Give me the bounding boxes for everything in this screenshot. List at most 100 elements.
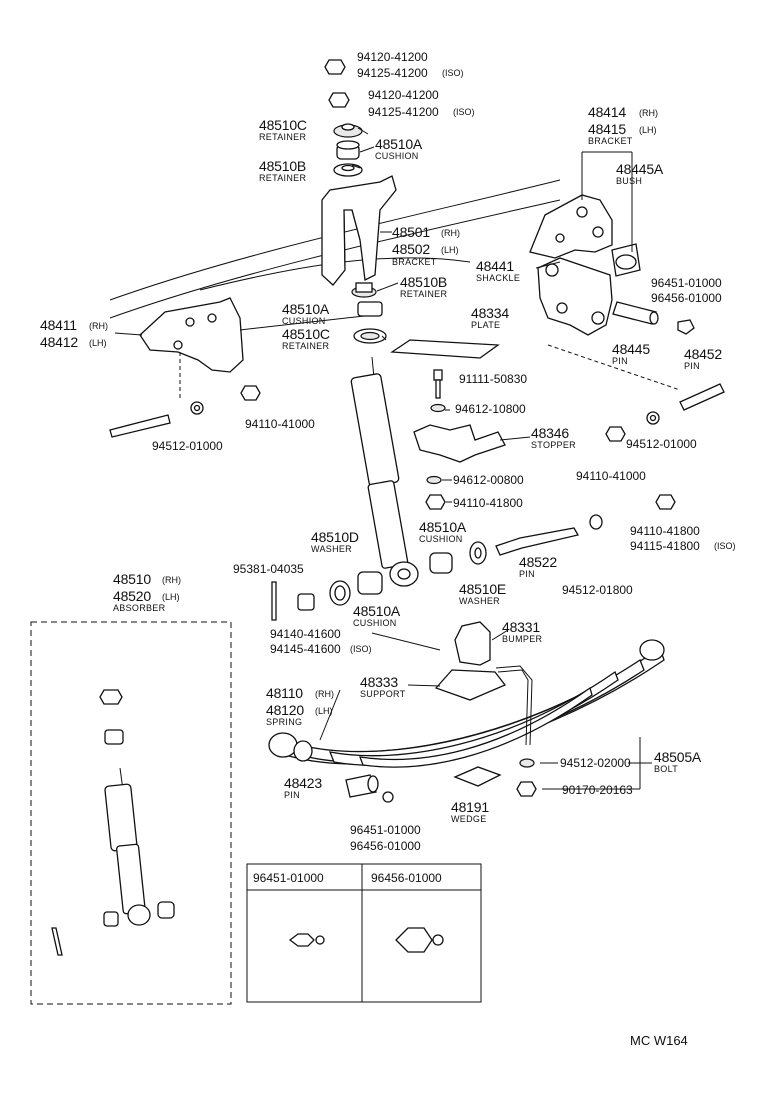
part-number: 94110-41800 (630, 524, 700, 538)
shock-absorber (350, 356, 419, 587)
part-number: 96451-01000 (651, 276, 722, 290)
part-name: CUSHION (419, 534, 463, 544)
retainer-b-top (333, 163, 363, 177)
nut-top-2 (328, 92, 350, 108)
pin-48423 (345, 774, 379, 798)
nut-94140 (297, 593, 315, 611)
part-number: 48510A (282, 301, 330, 317)
part-number: 96456-01000 (651, 291, 722, 305)
callout-washer-94512-020: 94512-02000 (560, 756, 631, 770)
part-name: RETAINER (282, 341, 330, 351)
part-number: 48191 (451, 799, 489, 815)
part-name: CUSHION (353, 618, 397, 628)
part-number: 94145-41600 (270, 642, 341, 656)
side-tag: (LH) (315, 706, 333, 716)
nut-94110-a (425, 494, 446, 510)
cushion-a-low1 (429, 552, 453, 574)
part-number: 48110 (266, 685, 303, 701)
bush (611, 243, 641, 277)
part-number: 48452 (684, 346, 722, 362)
part-number: 48510A (375, 136, 423, 152)
side-tag: (LH) (162, 592, 180, 602)
shackle-pin (612, 301, 659, 325)
nut-top-1 (324, 59, 346, 75)
side-tag: (LH) (441, 245, 459, 255)
part-number: 48441 (476, 258, 514, 274)
part-number: 48501 (392, 224, 430, 240)
retainer-b-mid (351, 282, 377, 298)
part-name: BRACKET (392, 257, 437, 267)
plate (390, 339, 500, 359)
part-number: 48510B (400, 274, 448, 290)
part-number: 96456-01000 (350, 839, 421, 853)
part-number: 48334 (471, 305, 509, 321)
side-tag: (RH) (441, 228, 460, 238)
washer-right (646, 411, 660, 425)
leaf-spring (268, 639, 665, 768)
nut-right (605, 426, 626, 442)
side-tag: (RH) (639, 108, 658, 118)
side-tag: (RH) (89, 321, 108, 331)
part-name: RETAINER (259, 173, 307, 183)
part-number: 94125-41200 (368, 105, 439, 119)
bolt-91111 (433, 369, 443, 399)
part-number: 48510C (282, 326, 330, 342)
stopper (413, 424, 506, 463)
part-name: CUSHION (282, 316, 326, 326)
washer-d (329, 580, 351, 606)
part-name: BUSH (616, 176, 643, 186)
part-number: 48445A (616, 161, 664, 177)
washer-front (190, 401, 204, 415)
pin-48522 (495, 527, 579, 556)
leader-lines (114, 127, 652, 790)
retainer-c-top (333, 123, 363, 138)
part-name: PIN (519, 569, 535, 579)
part-number: 48510A (419, 519, 467, 535)
iso-tag: (ISO) (453, 107, 475, 117)
part-name: RETAINER (400, 289, 448, 299)
front-bracket (139, 297, 244, 400)
part-name: PIN (284, 790, 300, 800)
part-number: 48510B (259, 158, 307, 174)
part-name: WASHER (311, 544, 352, 554)
inset-table (246, 863, 482, 1003)
part-name: SUPPORT (360, 689, 406, 699)
side-tag: (RH) (162, 575, 181, 585)
part-number: 48520 (113, 588, 151, 604)
part-number: 48331 (502, 619, 540, 635)
part-name: CUSHION (375, 151, 419, 161)
callout-nut-90170: 90170-20163 (562, 783, 633, 797)
part-number: 48510C (259, 117, 307, 133)
inset-col1: 96451-01000 (253, 871, 324, 885)
part-number: 48510A (353, 603, 401, 619)
washer-94612-a (430, 403, 446, 413)
part-name: PLATE (471, 320, 501, 330)
front-pin (109, 414, 171, 438)
part-name: BRACKET (588, 136, 633, 146)
cushion-a-mid (357, 301, 383, 317)
callout-bolt-91111: 91111-50830 (459, 372, 528, 386)
absorber-box (30, 621, 232, 1005)
part-name: ABSORBER (113, 603, 166, 613)
washer-94512-018 (589, 514, 603, 530)
upper-bracket (321, 175, 397, 286)
side-tag: (LH) (639, 125, 657, 135)
iso-tag: (ISO) (714, 541, 736, 551)
bumper (454, 621, 491, 666)
side-tag: (RH) (315, 689, 334, 699)
grease-fitting-top (677, 319, 695, 335)
part-number: 48510 (113, 571, 151, 587)
iso-tag: (ISO) (350, 644, 372, 654)
part-number: 48423 (284, 775, 322, 791)
part-number: 48411 (40, 317, 77, 333)
part-number: 94120-41200 (357, 50, 428, 64)
callout-nut-94110-a: 94110-41800 (453, 496, 523, 510)
nut-right-2 (655, 494, 676, 510)
cushion-a-top (336, 140, 360, 160)
callout-washer-94512-left: 94512-01000 (152, 439, 223, 453)
pin-48452 (679, 383, 725, 411)
part-name: WEDGE (451, 814, 487, 824)
diagram-reference: MC W164 (630, 1033, 688, 1048)
support (434, 669, 507, 701)
part-name: PIN (684, 361, 700, 371)
